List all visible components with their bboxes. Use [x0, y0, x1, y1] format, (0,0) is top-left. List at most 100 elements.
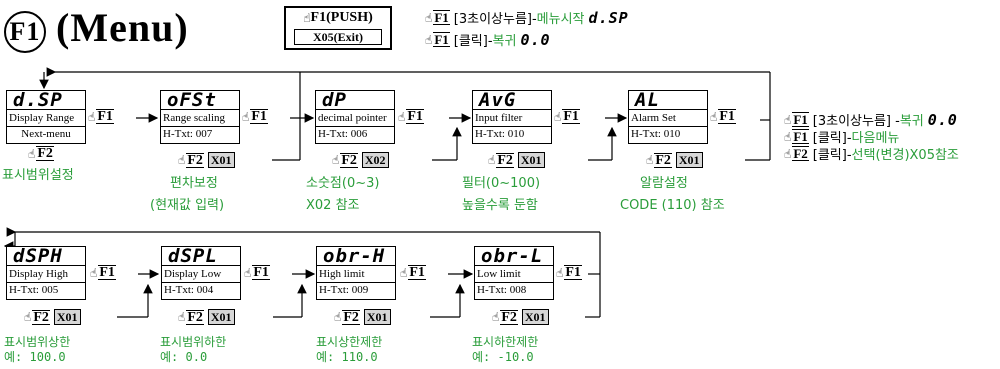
hand-icon: ☝ [784, 129, 792, 144]
box-label: Low limit [475, 266, 553, 283]
x01-badge: X01 [363, 309, 391, 325]
x01-badge: X01 [517, 152, 545, 168]
box-sublabel: H-Txt: 007 [163, 128, 213, 140]
box-sublabel: H-Txt: 010 [631, 128, 681, 140]
hand-icon: ☝ [332, 153, 340, 167]
box-label: Display Range [7, 110, 85, 127]
x01-badge: X01 [521, 309, 549, 325]
menu-title: F1(Menu) [4, 4, 189, 53]
hand-icon: ☝ [784, 112, 792, 127]
hand-icon: ☝ [24, 310, 32, 324]
f1-key: ☝F1 [244, 265, 270, 280]
hand-icon: ☝ [784, 146, 792, 161]
hand-icon: ☝ [178, 153, 186, 167]
caption: 편차보정 [170, 176, 218, 191]
f1-key: ☝F1 [554, 109, 580, 124]
segment-display: AL [629, 91, 707, 110]
note-action: 선택(변경)X05참조 [851, 148, 959, 163]
caption: 높을수록 둔함 [462, 198, 538, 213]
hand-icon: ☝ [710, 109, 718, 124]
hand-icon: ☝ [398, 109, 406, 124]
f1-key: ☝F1 [242, 109, 268, 124]
caption: X02 참조 [306, 198, 360, 213]
f1-key: ☝F1 [556, 265, 582, 280]
segment-display: dSPL [162, 247, 240, 266]
x02-badge: X02 [361, 152, 389, 168]
hand-icon: ☝ [244, 265, 252, 280]
exit-label: X05(Exit) [294, 29, 382, 45]
note-action: 다음메뉴 [851, 131, 900, 146]
box-label: Range scaling [161, 110, 239, 127]
note-text: [클릭]- [453, 34, 493, 49]
menu-box-dspl: dSPL Display Low H-Txt: 004 [161, 246, 241, 300]
caption: CODE (110) 참조 [620, 198, 725, 213]
push-label: F1(PUSH) [310, 10, 373, 25]
hand-icon: ☝ [178, 310, 186, 324]
f2-key: ☝F2 [28, 146, 54, 161]
hand-icon: ☝ [488, 153, 496, 167]
caption: 표시범위하한 [160, 335, 227, 349]
f1-key: ☝F1 [90, 265, 116, 280]
caption: 표시상한제한 [316, 335, 383, 349]
segment-display: obr-L [475, 247, 553, 266]
hand-icon: ☝ [492, 310, 500, 324]
x01-badge: X01 [53, 309, 81, 325]
hand-icon: ☝ [554, 109, 562, 124]
note-text: [3초이상누름] - [812, 114, 900, 129]
box-label: Alarm Set [629, 110, 707, 127]
caption: 예: 110.0 [316, 350, 378, 364]
menu-box-obrl: obr-L Low limit H-Txt: 008 [474, 246, 554, 300]
box-label: Display Low [162, 266, 240, 283]
note-code: 0.0 [927, 110, 958, 129]
f1-key: ☝F1 [88, 109, 114, 124]
push-label-row: ☝F1(PUSH) [286, 10, 390, 26]
box-sublabel: H-Txt: 008 [477, 284, 527, 296]
hand-icon: ☝ [334, 310, 342, 324]
note-text: [클릭]- [812, 148, 852, 163]
menu-box-dsph: dSPH Display High H-Txt: 005 [6, 246, 86, 300]
caption: 예: -10.0 [472, 350, 534, 364]
menu-box-obrh: obr-H High limit H-Txt: 009 [316, 246, 396, 300]
caption: 알람설정 [640, 176, 688, 191]
box-sublabel: H-Txt: 004 [164, 284, 214, 296]
note-action: 복귀 [492, 34, 517, 49]
f1-key: ☝F1 [710, 109, 736, 124]
note-code: d.SP [588, 8, 629, 27]
f2-key: ☝F2 [784, 146, 809, 161]
caption: 소숫점(0~3) [306, 176, 380, 191]
box-sublabel: H-Txt: 005 [9, 284, 59, 296]
menu-box-dsp: d.SP Display Range Next-menu [6, 90, 86, 144]
f1-key: ☝F1 [400, 265, 426, 280]
caption: 표시범위설정 [2, 168, 74, 183]
box-label: Input filter [473, 110, 551, 127]
caption: (현재값 입력) [150, 198, 225, 213]
f1-key: ☝F1 [425, 10, 450, 25]
menu-box-dp: dP decimal pointer H-Txt: 006 [315, 90, 395, 144]
caption: 예: 0.0 [160, 350, 208, 364]
segment-display: AvG [473, 91, 551, 110]
hand-icon: ☝ [88, 109, 96, 124]
box-sublabel: H-Txt: 006 [318, 128, 368, 140]
caption: 표시하한제한 [472, 335, 539, 349]
hand-icon: ☝ [90, 265, 98, 280]
f1-key: ☝F1 [784, 129, 809, 144]
segment-display: dP [316, 91, 394, 110]
right-note-3: ☝F2 [클릭]-선택(변경)X05참조 [784, 144, 959, 163]
f1-key: ☝F1 [398, 109, 424, 124]
hand-icon: ☝ [425, 32, 433, 47]
hand-icon: ☝ [28, 146, 36, 161]
caption: 예: 100.0 [4, 350, 66, 364]
box-label: High limit [317, 266, 395, 283]
push-legend: ☝F1(PUSH) X05(Exit) [284, 6, 392, 50]
